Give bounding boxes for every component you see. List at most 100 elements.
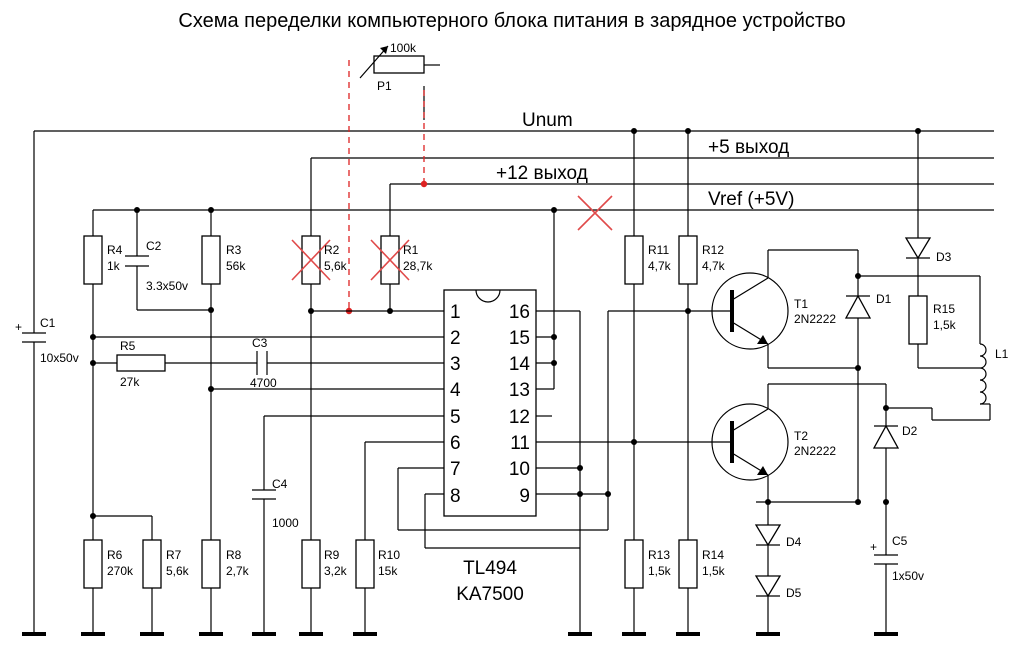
- capacitor-c3: [256, 351, 268, 375]
- resistor-r8: [201, 539, 221, 589]
- r12-name: R12: [702, 243, 724, 257]
- pin-5: 5: [450, 407, 461, 428]
- r13-name: R13: [648, 548, 670, 562]
- inductor-l1: [917, 276, 991, 420]
- capacitor-c1: [22, 131, 46, 636]
- l1-name: L1: [995, 347, 1009, 361]
- r14-name: R14: [702, 548, 724, 562]
- pin-13: 13: [509, 380, 530, 401]
- r11-value: 4,7k: [648, 259, 672, 273]
- r10-value: 15k: [378, 564, 398, 578]
- capacitor-c5: [874, 554, 898, 634]
- diode-d5: [754, 575, 782, 634]
- ic-tl494: [443, 289, 537, 517]
- pin-2: 2: [450, 328, 461, 349]
- c5-name: C5: [892, 534, 908, 548]
- c4-name: C4: [272, 477, 288, 491]
- resistor-r7: [142, 539, 162, 589]
- net-label-plus5: +5 выход: [708, 137, 789, 158]
- resistor-r13: [624, 539, 644, 589]
- resistor-r10: [355, 539, 375, 589]
- pin-4: 4: [450, 380, 461, 401]
- r12-value: 4,7k: [702, 259, 726, 273]
- r2-name: R2: [324, 243, 340, 257]
- r2-removed-mark: [291, 239, 331, 281]
- r3-name: R3: [226, 243, 242, 257]
- left-network-wires: [92, 210, 444, 634]
- c1-name: C1: [40, 316, 56, 330]
- r15-name: R15: [933, 302, 955, 316]
- r3-value: 56k: [226, 259, 246, 273]
- r14-value: 1,5k: [702, 564, 726, 578]
- r7-name: R7: [166, 548, 182, 562]
- d5-name: D5: [786, 586, 802, 600]
- ic-name-tl494: TL494: [463, 558, 517, 579]
- pin-12: 12: [509, 407, 530, 428]
- r4-name: R4: [107, 243, 123, 257]
- t2-name: T2: [794, 429, 808, 443]
- r5-value: 27k: [120, 375, 140, 389]
- r9-value: 3,2k: [324, 564, 348, 578]
- d4-name: D4: [786, 535, 802, 549]
- junction: [420, 180, 428, 188]
- r2-r1-wires: [310, 158, 444, 634]
- ic-name-ka7500: KA7500: [456, 584, 524, 605]
- r8-name: R8: [226, 548, 242, 562]
- r4-value: 1k: [107, 259, 121, 273]
- r1-value: 28,7k: [403, 259, 433, 273]
- resistor-r12: [678, 235, 698, 285]
- r6-value: 270k: [107, 564, 134, 578]
- p1-value: 100k: [390, 41, 417, 55]
- bus-lines: [34, 130, 994, 211]
- ic-right-pin-labels: 16 15 14 13 12 11 10 9: [509, 302, 531, 507]
- c2-name: C2: [146, 239, 162, 253]
- t1-value: 2N2222: [794, 312, 836, 326]
- d3-name: D3: [936, 250, 952, 264]
- resistor-r4: [83, 235, 103, 285]
- c3-name: C3: [252, 336, 268, 350]
- diagram-title: Схема переделки компьютерного блока пита…: [178, 10, 845, 32]
- resistor-r9: [301, 539, 321, 589]
- c1-value: 10x50v: [40, 351, 79, 365]
- t2-value: 2N2222: [794, 444, 836, 458]
- r7-value: 5,6k: [166, 564, 190, 578]
- c2-value: 3.3x50v: [146, 279, 188, 293]
- p1-name: P1: [377, 79, 392, 93]
- resistor-r11: [624, 235, 644, 285]
- pin-3: 3: [450, 354, 461, 375]
- c5-plus: +: [870, 540, 877, 554]
- r1-name: R1: [403, 243, 419, 257]
- capacitor-c2: [125, 255, 149, 267]
- pin-9: 9: [519, 486, 530, 507]
- t1-name: T1: [794, 297, 808, 311]
- pin-11: 11: [510, 433, 530, 454]
- c4-value: 1000: [272, 516, 299, 530]
- capacitor-c4: [252, 489, 276, 500]
- pin-10: 10: [509, 459, 530, 480]
- pin-7: 7: [450, 459, 461, 480]
- r11-r14-wires: [633, 131, 689, 634]
- pin-15: 15: [509, 328, 530, 349]
- r1-removed-mark: [370, 239, 410, 281]
- vref-cut-mark: [577, 195, 613, 231]
- r15-value: 1,5k: [933, 318, 957, 332]
- pin-1: 1: [450, 302, 461, 323]
- diode-d3: [904, 131, 932, 296]
- r11-name: R11: [648, 243, 669, 257]
- diode-d2: [872, 384, 990, 555]
- r10-name: R10: [378, 548, 400, 562]
- r6-name: R6: [107, 548, 123, 562]
- d1-name: D1: [876, 292, 892, 306]
- net-label-plus12: +12 выход: [496, 163, 588, 184]
- net-label-vref: Vref (+5V): [708, 189, 794, 210]
- pin-6: 6: [450, 433, 461, 454]
- c3-value: 4700: [250, 376, 277, 390]
- r5-name: R5: [120, 339, 136, 353]
- diode-d1: [844, 250, 980, 502]
- pin-14: 14: [509, 354, 531, 375]
- d2-name: D2: [902, 424, 918, 438]
- r8-value: 2,7k: [226, 564, 250, 578]
- resistor-r14: [678, 539, 698, 589]
